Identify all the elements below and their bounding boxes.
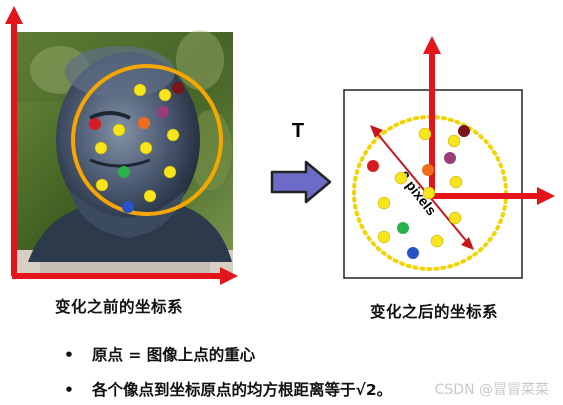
point-orange bbox=[422, 164, 434, 176]
point-yellow bbox=[447, 134, 461, 148]
caption-after: 变化之后的坐标系 bbox=[370, 303, 499, 321]
original-coordinate-axes bbox=[5, 6, 238, 285]
point-green bbox=[118, 166, 130, 178]
point-red bbox=[367, 160, 379, 172]
point-yellow bbox=[95, 178, 109, 192]
point-yellow bbox=[418, 127, 432, 141]
distance-measure-arrow bbox=[370, 125, 474, 250]
point-yellow bbox=[448, 211, 462, 225]
bullet-item: • 原点 = 图像上点的重心 bbox=[64, 343, 255, 365]
point-yellow bbox=[377, 196, 391, 210]
point-yellow bbox=[430, 234, 444, 248]
point-red bbox=[89, 118, 101, 130]
image-points-after bbox=[367, 125, 470, 259]
point-yellow bbox=[158, 88, 172, 102]
point-blue bbox=[407, 247, 419, 259]
point-yellow bbox=[143, 189, 157, 203]
caption-before: 变化之前的坐标系 bbox=[55, 298, 184, 316]
thick-right-arrow-icon bbox=[270, 160, 332, 204]
point-yellow bbox=[139, 141, 153, 155]
point-yellow bbox=[133, 83, 147, 97]
point-yellow bbox=[112, 123, 126, 137]
transform-label: T bbox=[292, 120, 304, 142]
bullet-dot-icon: • bbox=[64, 381, 74, 399]
point-yellow bbox=[422, 186, 436, 200]
bullet-dot-icon: • bbox=[64, 346, 74, 364]
point-purple bbox=[157, 106, 169, 118]
point-darkred bbox=[458, 125, 470, 137]
points-spread-circle bbox=[71, 64, 223, 216]
point-green bbox=[397, 222, 409, 234]
bullet-text: 原点 = 图像上点的重心 bbox=[92, 346, 256, 364]
image-points-before bbox=[89, 82, 184, 213]
bust-photo bbox=[15, 30, 233, 277]
point-blue bbox=[122, 201, 134, 213]
point-darkred bbox=[172, 82, 184, 94]
watermark: CSDN @冒冒菜菜 bbox=[434, 382, 549, 398]
point-yellow bbox=[163, 165, 177, 179]
bullet-text: 各个像点到坐标原点的均方根距离等于√2。 bbox=[92, 381, 393, 399]
point-yellow bbox=[449, 175, 463, 189]
point-yellow bbox=[377, 230, 391, 244]
point-orange bbox=[138, 117, 150, 129]
point-yellow bbox=[394, 171, 408, 185]
point-yellow bbox=[166, 128, 180, 142]
bullet-item: • 各个像点到坐标原点的均方根距离等于√2。 bbox=[64, 378, 392, 400]
point-purple bbox=[444, 152, 456, 164]
point-yellow bbox=[94, 141, 108, 155]
